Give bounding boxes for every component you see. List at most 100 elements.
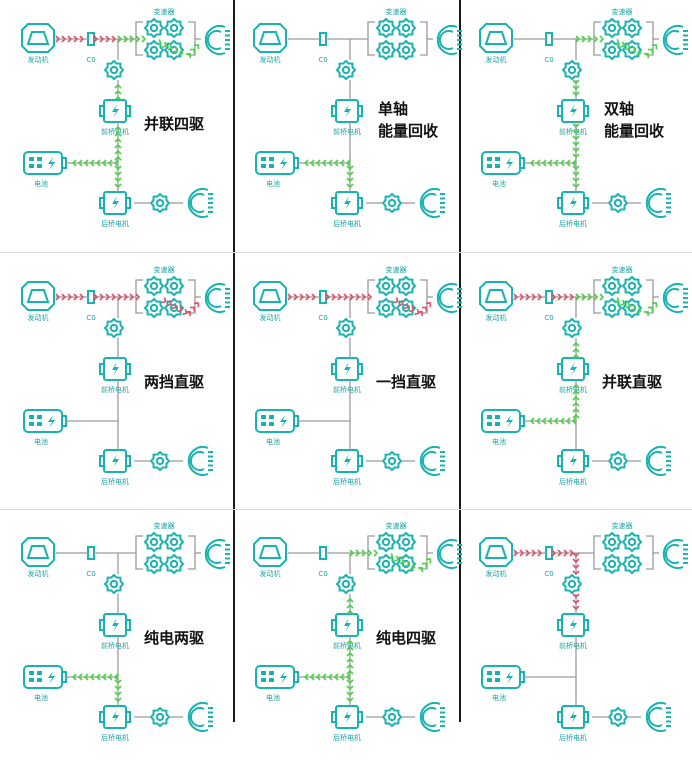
battery-icon [481, 409, 525, 433]
component-label: 发动机 [486, 55, 507, 64]
clutch-icon [545, 546, 553, 560]
rear-motor-icon [331, 449, 363, 473]
gear-icon [561, 317, 583, 339]
rear-wheel-icon [645, 188, 671, 218]
component-label: 后桥电机 [101, 477, 129, 486]
gear-icon [621, 531, 643, 553]
front-motor-icon [331, 99, 363, 123]
component-label: 变速器 [612, 521, 633, 530]
gear-icon [143, 297, 165, 319]
rear-wheel-icon [645, 446, 671, 476]
gearbox-bracket [188, 535, 196, 570]
component-label: 前桥电机 [559, 385, 587, 394]
power-flow-arrows [185, 44, 200, 59]
battery-icon [23, 665, 67, 689]
gear-icon [163, 17, 185, 39]
component-label: 电池 [266, 437, 280, 446]
power-flow-arrows [114, 83, 122, 101]
power-flow-arrows [393, 297, 420, 316]
gear-icon [375, 297, 397, 319]
clutch-icon [319, 290, 327, 304]
mode-label: 两挡直驱 [144, 373, 205, 391]
gear-icon [561, 59, 583, 81]
front-wheel-icon [204, 25, 230, 55]
engine-icon [21, 281, 55, 311]
gear-icon [103, 317, 125, 339]
power-flow-arrows [55, 293, 85, 301]
rear-wheel-icon [187, 446, 213, 476]
power-flow-arrows [572, 593, 580, 611]
component-label: 前桥电机 [559, 641, 587, 650]
component-label: 电池 [492, 179, 506, 188]
component-label: 变速器 [154, 7, 175, 16]
front-wheel-icon [204, 539, 230, 569]
power-flow-arrows [572, 341, 580, 359]
power-flow-arrows [513, 293, 543, 301]
power-flow-arrows [71, 159, 119, 167]
clutch-icon [87, 32, 95, 46]
rear-motor-icon [557, 705, 589, 729]
component-label: 前桥电机 [101, 641, 129, 650]
component-label: 发动机 [28, 313, 49, 322]
component-label: 电池 [266, 179, 280, 188]
power-flow-arrows [55, 35, 85, 43]
power-flow-arrows [614, 297, 642, 314]
gear-icon [149, 450, 171, 472]
gear-icon [163, 297, 185, 319]
component-label: 电池 [34, 179, 48, 188]
gear-icon [335, 317, 357, 339]
gearbox-bracket [646, 535, 654, 570]
rear-wheel-icon [187, 702, 213, 732]
component-label: 电池 [266, 693, 280, 702]
power-flow-arrows [71, 673, 119, 681]
clutch-icon [319, 546, 327, 560]
gear-icon [143, 17, 165, 39]
power-flow-arrows [185, 302, 200, 317]
gearbox-bracket [367, 21, 375, 56]
gear-icon [143, 275, 165, 297]
rear-wheel-icon [419, 188, 445, 218]
gear-icon [381, 192, 403, 214]
front-wheel-icon [662, 25, 688, 55]
power-flow-arrows [156, 39, 184, 56]
front-motor-icon [557, 99, 589, 123]
gear-icon [601, 275, 623, 297]
component-label: C0 [86, 314, 95, 322]
power-flow-arrows [572, 123, 580, 159]
power-flow-arrows [614, 39, 642, 56]
mode-label: 并联四驱 [144, 115, 205, 133]
gear-icon [335, 573, 357, 595]
component-label: C0 [318, 570, 327, 578]
front-wheel-icon [436, 283, 462, 313]
power-flow-arrows [643, 302, 658, 317]
gear-icon [607, 192, 629, 214]
front-wheel-icon [436, 25, 462, 55]
clutch-icon [545, 290, 553, 304]
component-label: 后桥电机 [101, 219, 129, 228]
power-flow-arrows [346, 679, 354, 703]
engine-icon [479, 23, 513, 53]
clutch-icon [545, 32, 553, 46]
gear-icon [163, 531, 185, 553]
power-flow-arrows [417, 302, 432, 317]
battery-icon [255, 665, 299, 689]
gear-icon [621, 17, 643, 39]
panel-divider [459, 0, 461, 722]
front-motor-icon [557, 613, 589, 637]
front-motor-icon [99, 613, 131, 637]
power-flow-arrows [349, 549, 379, 557]
engine-icon [21, 537, 55, 567]
component-label: 后桥电机 [333, 477, 361, 486]
rear-wheel-icon [645, 702, 671, 732]
component-label: 后桥电机 [559, 477, 587, 486]
gear-icon [335, 59, 357, 81]
power-flow-arrows [417, 558, 432, 573]
rear-motor-icon [99, 449, 131, 473]
power-flow-arrows [287, 293, 317, 301]
